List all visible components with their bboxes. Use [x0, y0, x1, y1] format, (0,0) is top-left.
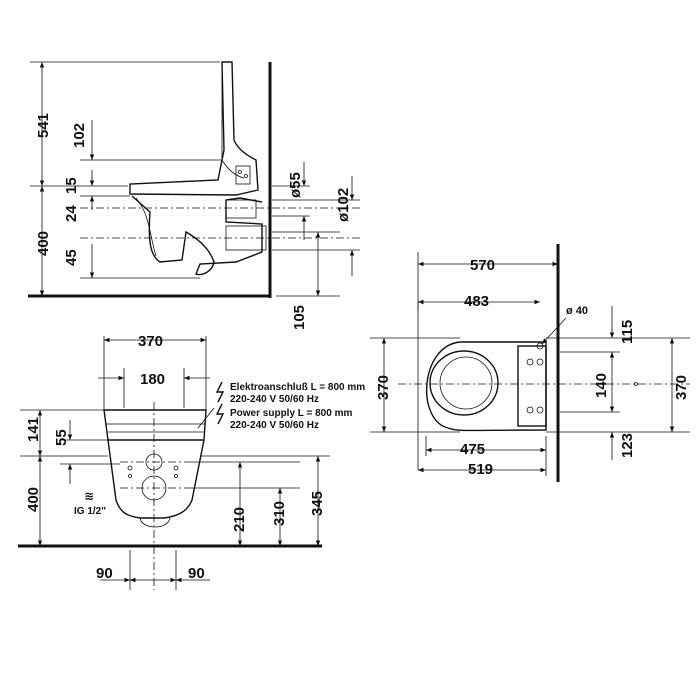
dim-15: 15 [63, 177, 80, 194]
dim-140: 140 [593, 373, 610, 398]
seat-top-outline [425, 341, 547, 432]
dim-180: 180 [140, 371, 165, 388]
dim-400-side: 400 [35, 231, 52, 256]
water-symbol: ≋ [84, 489, 94, 503]
dim-90-left: 90 [96, 565, 113, 582]
water-inlet [225, 199, 257, 219]
dim-115: 115 [619, 320, 636, 344]
seat-lid-outline [129, 61, 259, 196]
dim-105: 105 [291, 305, 308, 330]
dia40-circle [536, 342, 544, 350]
dim-475: 475 [460, 441, 485, 458]
power-de-line1: Elektroanschluß L = 800 mm [230, 382, 365, 393]
seat-opening [429, 350, 499, 416]
power-en-line1: Power supply L = 800 mm [230, 408, 352, 419]
dim-90-right: 90 [188, 565, 205, 582]
dim-345: 345 [309, 491, 326, 516]
power-en-line2: 220-240 V 50/60 Hz [230, 420, 319, 431]
bowl-outline [131, 195, 263, 276]
dim-dia55: ø55 [287, 172, 304, 198]
dim-370-top-right: 370 [673, 375, 690, 400]
dim-dia40: ø 40 [566, 305, 588, 317]
dim-102: 102 [71, 123, 88, 148]
unit-housing [517, 345, 547, 427]
control-panel [235, 165, 251, 185]
dim-370-front: 370 [138, 333, 163, 350]
lightning-icon-1 [215, 381, 225, 403]
ig-label: IG 1/2" [74, 506, 106, 517]
dim-541: 541 [35, 113, 52, 138]
dim-210: 210 [231, 507, 248, 532]
dim-400-front: 400 [25, 487, 42, 512]
side-view: 541 400 102 15 24 45 ø55 ø102 105 [28, 61, 360, 330]
dim-370-top-left: 370 [375, 375, 392, 400]
seat-front [103, 409, 207, 441]
lightning-icon-2 [215, 403, 225, 425]
dim-55-front: 55 [53, 429, 70, 446]
dim-24: 24 [63, 205, 80, 222]
power-de-line2: 220-240 V 50/60 Hz [230, 394, 319, 405]
top-view: 570 483 ø 40 370 115 140 123 370 475 519 [370, 244, 690, 482]
dim-45: 45 [63, 249, 80, 266]
bowl-front [107, 439, 205, 519]
dim-519: 519 [468, 461, 493, 478]
dim-570: 570 [470, 257, 495, 274]
dim-483: 483 [464, 293, 489, 310]
dim-dia102: ø102 [335, 188, 352, 222]
dim-310: 310 [271, 501, 288, 526]
dim-123: 123 [619, 433, 636, 458]
front-view: 370 180 141 400 55 ≋ IG 1/2" 210 310 345… [18, 333, 365, 590]
dim-141: 141 [25, 417, 42, 442]
